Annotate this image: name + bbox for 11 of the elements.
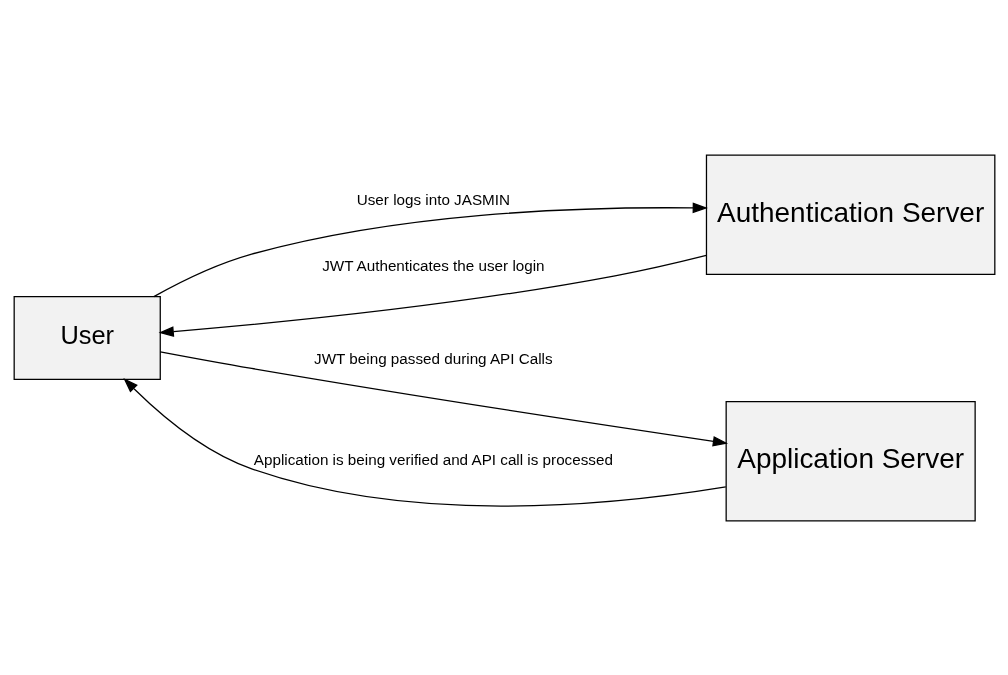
edge-label: JWT Authenticates the user login xyxy=(321,256,545,274)
arrow xyxy=(159,350,728,447)
arrow xyxy=(152,202,708,297)
node-box: User xyxy=(13,295,161,380)
arrow xyxy=(122,377,726,507)
arrow xyxy=(158,254,707,337)
edge-label: JWT being passed during API Calls xyxy=(313,349,553,367)
edge-label: Application is being verified and API call is processed xyxy=(253,450,613,468)
edge-label: User logs into JASMIN xyxy=(356,190,510,208)
node-box: Authentication Server xyxy=(705,153,995,275)
node-box: Application Server xyxy=(725,400,976,522)
